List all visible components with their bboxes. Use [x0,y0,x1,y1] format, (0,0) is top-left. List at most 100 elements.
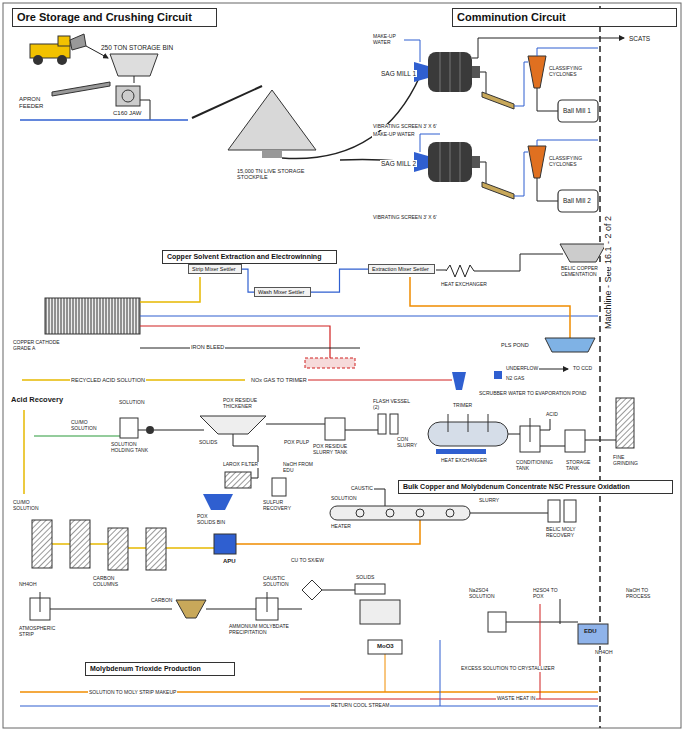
stockpile [262,150,282,158]
flow-line [506,622,578,623]
flow-line [206,609,256,610]
flow-line [140,277,200,302]
cyclone [514,48,598,201]
section-header: Ore Storage and Crushing Circuit [12,8,217,27]
make-up-water-line [404,40,420,62]
storage-bin [134,76,135,83]
equipment-label: UNDERFLOW [505,366,539,372]
equipment-label: CON SLURRY [396,437,428,448]
electrowinning-cells [45,298,140,334]
node-text: Strip Mixer Settler [192,266,238,272]
equipment-label: SOLUTION [118,400,146,406]
tank [146,426,154,434]
stockpile [228,76,420,166]
equipment-label: SOLUTION [330,496,358,502]
flow-line [138,430,146,431]
equipment-label: STORAGE TANK [565,460,597,471]
equipment-label: APRON FEEDER [18,96,50,109]
equipment-label: 250 TON STORAGE BIN [100,44,174,51]
ball-mill [558,100,598,122]
flow-line [140,348,360,349]
carbon-column [146,528,166,570]
node-text: Ore Storage and Crushing Circuit [17,11,212,24]
flow-line [23,410,25,494]
tank [565,430,585,452]
equipment-label: CLASSIFYING CYCLONES [548,156,590,167]
equipment-label: Ball Mill 2 [562,197,592,204]
equipment-label: CARBON [150,598,173,604]
equipment-label: POX RESIDUE SLURRY TANK [312,444,369,455]
flow-connector [242,269,254,292]
equipment-label: 15,000 TN LIVE STORAGE STOCKPILE [236,168,318,180]
flow-line [166,547,214,549]
flow-line [266,424,325,425]
node-text: Bulk Copper and Molybdenum Concentrate N… [403,483,668,491]
haul-truck [70,34,86,50]
flow-line [140,315,598,316]
tank [548,500,560,522]
equipment-label: TRIMER [452,403,473,409]
flow-line [585,440,616,441]
heat-exchanger [446,265,474,277]
equipment-label: BELIC COPPER CEMENTATION [560,266,607,277]
equipment-label: SCRUBBER WATER TO EVAPORATION POND [478,391,587,397]
equipment-label: HEAT EXCHANGER [440,458,488,464]
stockpile [228,90,316,150]
equipment-label: SLURRY [478,498,500,504]
equipment-label: Ball Mill 1 [562,107,592,114]
jaw-crusher [116,86,140,106]
equipment-label: CONDITIONING TANK [515,460,557,471]
section-label: MoO3 [376,643,395,650]
vibrating-screen [482,182,514,199]
vibrating-screen [480,72,514,199]
equipment-label: SULFUR RECOVERY [262,500,304,511]
equipment-label: COPPER CATHODE GRADE A [12,340,64,351]
equipment-label: N2 GAS [505,376,525,382]
flow-connector [311,269,368,292]
equipment-label: CU/MO SOLUTION [12,500,54,511]
equipment-label: CU TO SX/EW [290,558,325,564]
sag-mill [440,52,441,92]
sag-mill [472,156,480,168]
trimer [494,371,502,379]
flow-line [34,435,120,436]
cyclone [514,152,528,196]
scats-line [472,38,624,58]
tank [272,478,286,496]
tank [302,580,322,600]
equipment-label: SOLIDS [198,440,218,446]
pox-vessel [448,414,449,432]
tank [325,418,345,440]
flow-line [298,380,452,381]
node-text: Wash Mixer Settler [258,289,307,295]
tank [564,500,576,522]
equipment-label: RETURN COOL STREAM [330,703,390,709]
jaw-crusher [122,90,134,102]
equipment-label: VIBRATING SCREEN 3' X 6' [372,215,438,221]
equipment-label: FLASH VESSEL (2) [372,399,414,410]
sag-mill [440,142,441,182]
flow-line [236,520,420,544]
tank [530,418,531,442]
section-header: Molybdenum Trioxide Production [85,662,235,676]
scats-line [472,38,624,58]
ore-conveyor [20,86,262,120]
equipment-label: POX RESIDUE THICKENER [222,398,284,409]
equipment-label: SAG MILL 1 [380,70,417,77]
section-label: Acid Recovery [10,396,64,404]
equipment-label: NH4OH [18,582,38,588]
flow-line [540,419,550,430]
trimer [452,372,466,390]
tank [200,416,266,434]
flow-line [22,254,616,446]
equipment-label: H2SO4 TO POX [532,588,564,599]
equipment-label: PLS POND [500,342,530,348]
sag-mill [414,52,480,182]
stockpile [282,76,420,159]
sag-mill [472,66,480,78]
tank [214,534,236,554]
equipment-label: NH4OH [594,650,614,656]
node-text: Molybdenum Trioxide Production [90,665,230,673]
vibrating-screen [480,162,486,183]
equipment-label: CU/MO SOLUTION [70,420,107,431]
